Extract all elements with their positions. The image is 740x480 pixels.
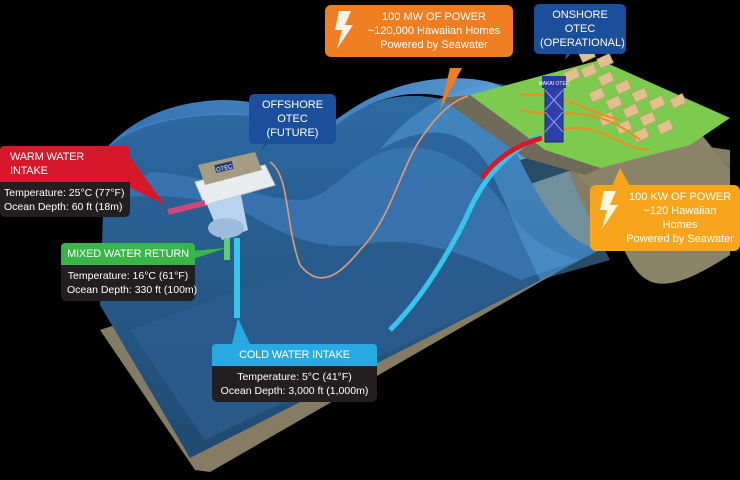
offshore-power-line3: Powered by Seawater — [380, 39, 488, 51]
mixed-pointer — [190, 248, 226, 260]
lightning-bolt-icon — [600, 191, 618, 229]
cold-water-depth: Ocean Depth: 3,000 ft (1,000m) — [220, 385, 369, 397]
warm-water-depth: Ocean Depth: 60 ft (18m) — [4, 201, 123, 213]
mixed-water-temperature: Temperature: 16°C (61°F) — [67, 270, 189, 282]
onshore-power-line3: Powered by Seawater — [626, 233, 734, 245]
offshore-otec-callout: OFFSHORE OTEC (FUTURE) — [249, 94, 336, 144]
yellow-pointer — [612, 168, 630, 186]
warm-pipe-onshore — [479, 135, 543, 180]
offshore-power-cable — [269, 95, 469, 279]
cold-pipe-onshore — [388, 133, 542, 332]
offshore-power-line2: ~120,000 Hawaiian Homes — [367, 25, 501, 37]
power-cables-onshore — [519, 93, 651, 151]
warm-water-intake-callout: WARM WATER INTAKE Temperature: 25°C (77°… — [0, 146, 130, 217]
offshore-power-line1: 100 MW OF POWER — [382, 11, 486, 23]
mixed-water-return-callout: MIXED WATER RETURN Temperature: 16°C (61… — [61, 243, 198, 301]
cold-pointer — [232, 318, 250, 344]
onshore-power-callout: 100 KW OF POWER ~120 Hawaiian Homes Powe… — [590, 185, 740, 251]
offshore-otec-platform: OTEC — [167, 152, 276, 318]
offshore-otec-line2: (FUTURE) — [266, 127, 319, 139]
offshore-otec-line1: OFFSHORE OTEC — [261, 99, 324, 125]
orange-pointer — [440, 68, 462, 110]
onshore-otec-tower: MAKAI OTEC — [539, 76, 570, 143]
warm-water-temperature: Temperature: 25°C (77°F) — [4, 187, 125, 199]
ocean-mid-shelf — [110, 147, 580, 280]
cold-water-intake-callout: COLD WATER INTAKE Temperature: 5°C (41°F… — [212, 344, 377, 402]
mixed-water-depth: Ocean Depth: 330 ft (100m) — [67, 284, 198, 296]
land-gray-road — [440, 95, 600, 175]
mixed-water-return-title: MIXED WATER RETURN — [61, 243, 195, 265]
onshore-otec-line2: (OPERATIONAL) — [540, 37, 625, 49]
onshore-otec-callout: ONSHORE OTEC (OPERATIONAL) — [534, 4, 626, 54]
lightning-bolt-icon — [335, 11, 353, 49]
cold-water-intake-title: COLD WATER INTAKE — [212, 344, 377, 366]
onshore-otec-line1: ONSHORE OTEC — [552, 9, 608, 35]
cold-water-temperature: Temperature: 5°C (41°F) — [237, 371, 352, 383]
warm-pointer — [125, 150, 165, 205]
offshore-unit-label: OTEC — [216, 164, 234, 174]
housing-grid — [563, 47, 687, 143]
tower-label: MAKAI OTEC — [539, 81, 570, 87]
warm-water-intake-title: WARM WATER INTAKE — [0, 146, 130, 182]
onshore-power-line2: ~120 Hawaiian Homes — [643, 205, 717, 231]
onshore-power-line1: 100 KW OF POWER — [628, 191, 732, 203]
offshore-power-callout: 100 MW OF POWER ~120,000 Hawaiian Homes … — [325, 5, 513, 57]
